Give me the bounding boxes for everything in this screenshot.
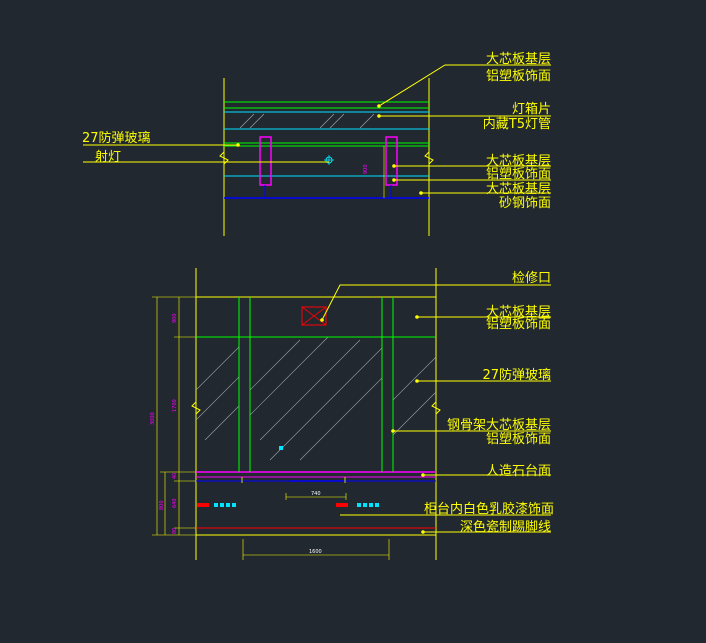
opening-width-dimension: 740 [311,491,321,497]
label-cabinet-paint: 柜台内白色乳胶漆饰面 [424,501,554,517]
marker-icon [279,446,283,450]
top-section-drawing: 900 [219,78,434,236]
label-access-panel: 检修口 [512,271,551,286]
post-height-dimension: 900 [363,164,369,174]
label-bulletproof-glass-top: 27防弹玻璃 [82,130,151,146]
label-lightbox-sheet: 灯箱片 [512,101,551,117]
window-width-dimension: 1600 [309,549,322,555]
counter-band-dimension: 40 [172,473,178,479]
top-band-dimension: 900 [172,313,178,323]
label-core-board-2: 大芯板基层 [486,154,551,169]
label-sand-steel: 砂钢饰面 [499,196,551,211]
label-core-board-bottom: 大芯板基层 [486,305,551,320]
bottom-elevation-leaders [321,284,551,533]
top-section-leaders [83,64,551,194]
skirting-height-dimension: 80 [172,528,178,534]
glass-height-dimension: 1700 [172,399,178,412]
label-bulletproof-glass-bottom: 27防弹玻璃 [482,367,551,383]
total-height-dimension: 3000 [150,412,156,425]
label-core-board-3: 大芯板基层 [486,182,551,197]
label-core-board-1: 大芯板基层 [486,52,551,67]
access-panel-icon [301,306,327,326]
counter-total-dimension: 800 [159,500,165,510]
label-artificial-stone: 人造石台面 [486,464,551,479]
label-aluminum-plastic-bottom: 铝塑板饰面 [486,317,551,332]
bottom-elevation-drawing: 740 1600 3000 900 1700 40 800 640 80 [150,268,441,560]
label-t5-tube: 内藏T5灯管 [483,116,551,132]
label-aluminum-plastic-bottom-2: 铝塑板饰面 [486,432,551,447]
label-aluminum-plastic-1: 铝塑板饰面 [486,69,551,84]
label-spotlight: 射灯 [95,149,121,165]
label-aluminum-plastic-2: 铝塑板饰面 [486,167,551,182]
label-steel-frame-core: 钢骨架大芯板基层 [447,418,551,433]
cabinet-height-dimension: 640 [172,498,178,508]
label-skirting: 深色瓷制踢脚线 [460,519,551,535]
